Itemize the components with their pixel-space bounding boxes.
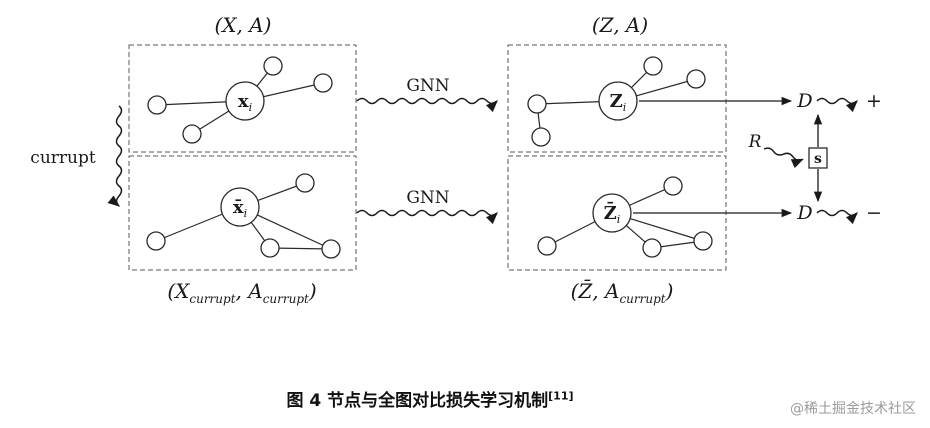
readout-arrow [763,147,804,169]
summary-symbol: s [814,151,822,167]
graph-node [321,239,341,259]
label-z-corrupt-b: ) [665,279,674,303]
figure-caption: 图 4 节点与全图对比损失学习机制[11] [0,386,860,411]
score-arrow-positive [816,97,858,113]
graph-node [146,231,166,251]
gnn-arrow-bottom [356,209,498,225]
graph-node [263,56,283,76]
node-zi-main: Z [610,91,623,112]
embedding-graph: Zi [527,56,706,147]
discriminator-top-symbol: D [796,90,812,112]
graph-node [693,231,713,251]
graph-node [663,176,683,196]
positive-sign: + [866,90,882,112]
label-x-corrupt-b: , A [236,279,263,303]
label-z-corrupt-a: (Z̄, A [571,278,620,303]
node-zbar-main: Z̄ [604,202,617,224]
label-z-corrupt: (Z̄, Acurrupt) [571,278,674,306]
graph-node [313,73,333,93]
label-gnn-top: GNN [406,76,449,96]
node-xbar-circle [220,187,260,227]
label-x-corrupt-sub-b: currupt [263,292,309,306]
node-xbar-sub: i [244,207,248,220]
caption-text: 图 4 节点与全图对比损失学习机制 [286,391,549,411]
label-x-corrupt-sub-a: currupt [189,292,235,306]
score-arrow-negative [816,209,858,225]
node-zbar-circle [592,193,632,233]
label-corrupt: currupt [30,148,96,168]
graph-node [295,173,315,193]
watermark: @稀土掘金技术社区 [790,401,916,417]
label-z-corrupt-sub-a: currupt [619,292,665,306]
node-xi-circle [225,81,265,121]
discriminator-bottom-symbol: D [796,202,812,224]
graph-node [537,236,557,256]
label-xa: (X, A) [214,13,271,37]
label-za: (Z, A) [592,13,648,37]
box-original-graph [128,44,357,153]
box-corrupted-graph [128,155,357,271]
caption-citation: [11] [548,389,574,403]
label-node-xbar: x̄i [233,197,247,220]
summary-box [808,147,828,169]
label-node-zi: Zi [610,91,627,114]
label-node-zbar: Z̄i [604,202,621,226]
graph-node [147,95,167,115]
gnn-arrow-top [356,97,498,113]
node-zi-sub: i [623,101,627,114]
corrupt-arrow [107,105,123,207]
label-x-corrupt-a: (X [167,279,190,303]
node-zbar-sub: i [617,213,621,226]
diagram: xi x̄i Zi [30,13,882,306]
label-node-xi: xi [238,91,252,114]
graph-node [260,238,280,258]
box-embedding-graph [507,44,727,153]
graph-edge [269,247,332,250]
corrupted-graph: x̄i [146,173,341,259]
node-xi-sub: i [249,101,253,114]
label-x-corrupt-c: ) [308,279,317,303]
readout-symbol: R [748,132,762,152]
graph-node [642,238,662,258]
graph-node [643,56,663,76]
graph-node [527,94,547,114]
graph-node [182,124,202,144]
negative-sign: − [866,202,882,224]
label-gnn-bottom: GNN [406,188,449,208]
graph-node [531,127,551,147]
node-xbar-main: x̄ [233,197,244,218]
corrupted-embedding-graph: Z̄i [537,176,713,258]
original-graph: xi [147,56,333,144]
graph-node [686,69,706,89]
node-zi-circle [598,81,638,121]
node-xi-main: x [238,91,249,112]
label-x-corrupt: (Xcurrupt, Acurrupt) [167,279,316,306]
